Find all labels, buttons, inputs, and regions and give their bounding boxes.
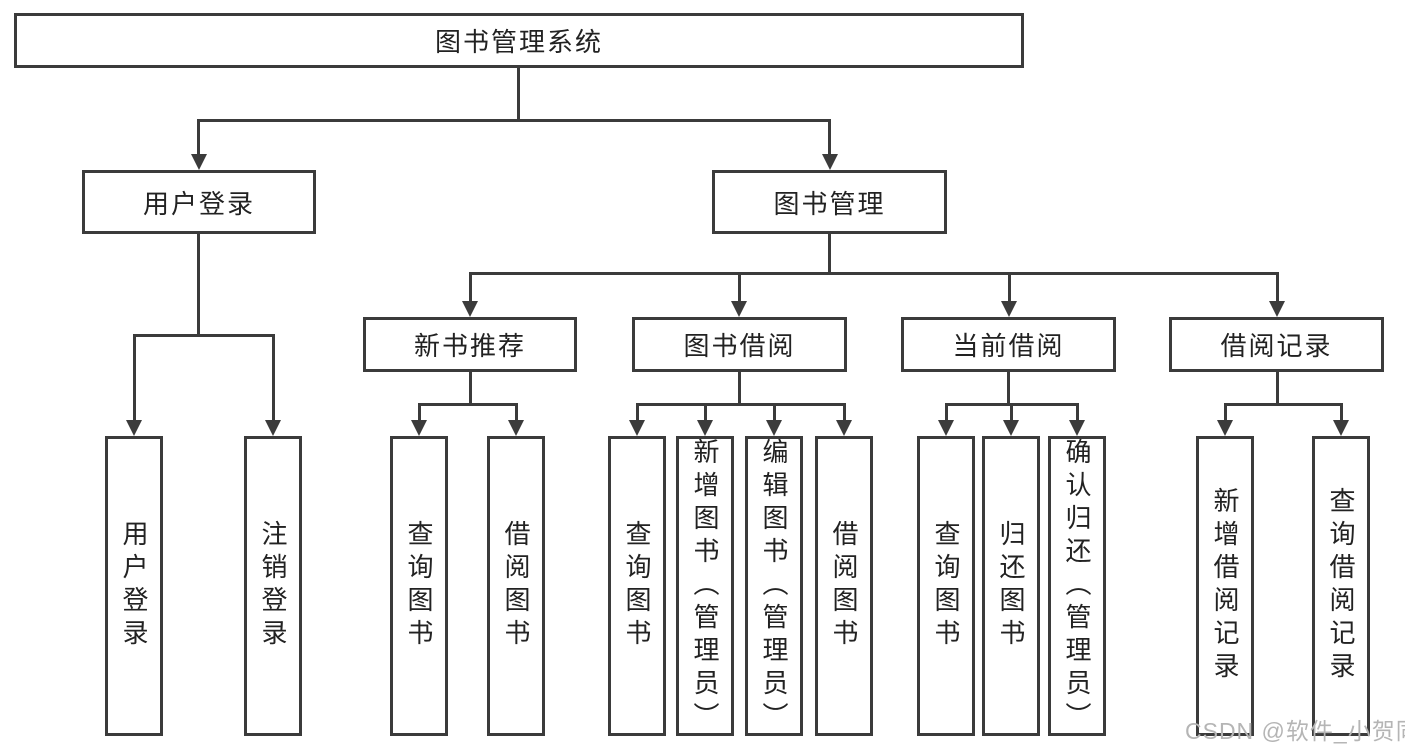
node-label: 用户登录 [119, 520, 149, 652]
connector-bar [197, 119, 831, 122]
arrow-down-icon [126, 420, 142, 436]
node-current-borrowing: 当前借阅 [901, 317, 1116, 372]
arrow-down-icon [629, 420, 645, 436]
connector-drop [1340, 403, 1343, 422]
node-leaf-add-borrow-record: 新增借阅记录 [1196, 436, 1254, 736]
node-leaf-query-books-borrowing: 查询图书 [608, 436, 666, 736]
connector-stem [1276, 372, 1279, 403]
node-new-book-recommendation: 新书推荐 [363, 317, 577, 372]
connector-drop [1276, 272, 1279, 303]
connector-stem [197, 234, 200, 337]
node-leaf-borrow-books-recommend: 借阅图书 [487, 436, 545, 736]
node-label: 确认归还（管理员） [1062, 437, 1092, 735]
node-label: 新书推荐 [413, 331, 526, 361]
connector-drop [469, 272, 472, 303]
csdn-watermark: CSDN @软件_小贺同学 [1185, 718, 1405, 744]
node-label: 用户登录 [142, 188, 255, 219]
connector-drop [945, 403, 948, 422]
arrow-down-icon [822, 154, 838, 170]
node-leaf-return-books: 归还图书 [982, 436, 1040, 736]
arrow-down-icon [191, 154, 207, 170]
arrow-down-icon [938, 420, 954, 436]
arrow-down-icon [1333, 420, 1349, 436]
arrow-down-icon [697, 420, 713, 436]
node-label: 查询借阅记录 [1326, 487, 1356, 685]
connector-bar [133, 334, 275, 337]
node-label: 借阅图书 [829, 520, 859, 652]
node-label: 查询图书 [404, 520, 434, 652]
arrow-down-icon [265, 420, 281, 436]
connector-bar [418, 403, 518, 406]
connector-stem [828, 234, 831, 272]
node-label: 注销登录 [258, 520, 288, 652]
arrow-down-icon [508, 420, 524, 436]
connector-drop [636, 403, 639, 422]
node-label: 新增图书（管理员） [690, 437, 720, 735]
node-leaf-logout: 注销登录 [244, 436, 302, 736]
connector-drop [773, 403, 776, 422]
arrow-down-icon [411, 420, 427, 436]
arrow-down-icon [462, 301, 478, 317]
node-label: 图书管理系统 [434, 27, 603, 57]
connector-bar [469, 272, 1279, 275]
node-book-borrowing: 图书借阅 [632, 317, 847, 372]
node-label: 借阅记录 [1220, 331, 1333, 361]
connector-drop [1010, 403, 1013, 422]
arrow-down-icon [766, 420, 782, 436]
arrow-down-icon [836, 420, 852, 436]
connector-drop [738, 272, 741, 303]
node-leaf-query-books-recommend: 查询图书 [390, 436, 448, 736]
node-label: 查询图书 [622, 520, 652, 652]
connector-drop [828, 119, 831, 157]
connector-drop [843, 403, 846, 422]
node-library-management-system: 图书管理系统 [14, 13, 1024, 68]
arrow-down-icon [1003, 420, 1019, 436]
node-leaf-confirm-return-admin: 确认归还（管理员） [1048, 436, 1106, 736]
connector-drop [1224, 403, 1227, 422]
connector-drop [704, 403, 707, 422]
arrow-down-icon [1217, 420, 1233, 436]
connector-stem [517, 68, 520, 122]
arrow-down-icon [731, 301, 747, 317]
connector-drop [1008, 272, 1011, 303]
connector-stem [469, 372, 472, 403]
connector-bar [1224, 403, 1342, 406]
node-leaf-query-books-current: 查询图书 [917, 436, 975, 736]
node-book-management: 图书管理 [712, 170, 947, 234]
connector-drop [197, 119, 200, 157]
node-label: 图书管理 [773, 188, 886, 219]
node-label: 借阅图书 [501, 520, 531, 652]
node-leaf-query-borrow-record: 查询借阅记录 [1312, 436, 1370, 736]
node-borrowing-records: 借阅记录 [1169, 317, 1384, 372]
node-label: 查询图书 [931, 520, 961, 652]
node-label: 归还图书 [996, 520, 1026, 652]
connector-drop [272, 334, 275, 422]
node-user-login: 用户登录 [82, 170, 316, 234]
connector-drop [1076, 403, 1079, 422]
arrow-down-icon [1069, 420, 1085, 436]
node-label: 图书借阅 [683, 331, 796, 361]
connector-bar [636, 403, 845, 406]
connector-stem [738, 372, 741, 403]
arrow-down-icon [1001, 301, 1017, 317]
arrow-down-icon [1269, 301, 1285, 317]
node-leaf-edit-books-admin: 编辑图书（管理员） [745, 436, 803, 736]
node-label: 新增借阅记录 [1210, 487, 1240, 685]
node-leaf-borrow-books-borrowing: 借阅图书 [815, 436, 873, 736]
connector-drop [515, 403, 518, 422]
node-leaf-user-login: 用户登录 [105, 436, 163, 736]
node-label: 当前借阅 [952, 331, 1065, 361]
node-label: 编辑图书（管理员） [759, 437, 789, 735]
node-leaf-add-books-admin: 新增图书（管理员） [676, 436, 734, 736]
connector-drop [418, 403, 421, 422]
connector-drop [133, 334, 136, 422]
connector-stem [1007, 372, 1010, 403]
